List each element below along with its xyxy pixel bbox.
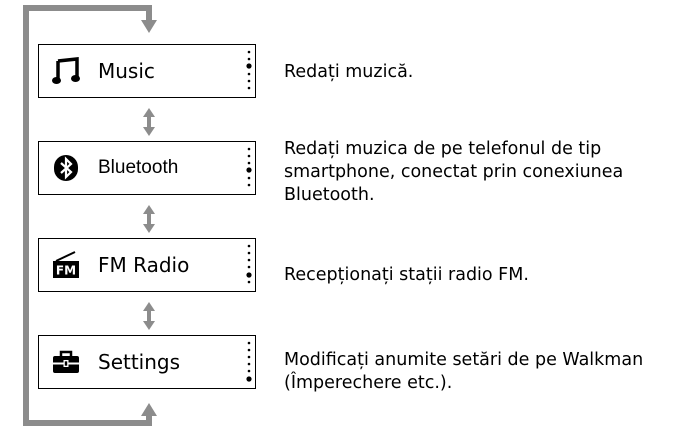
menu-item-label: Settings (98, 350, 181, 374)
double-arrow-icon (143, 302, 155, 330)
menu-description-bluetooth: Redați muzica de pe telefonul de tip sma… (284, 139, 624, 205)
menu-item-fm-radio[interactable]: FM FM Radio (38, 238, 256, 292)
more-options-icon (246, 50, 252, 90)
double-arrow-icon (143, 108, 155, 136)
loop-arrow-up-icon (141, 403, 157, 416)
menu-description-fm-radio: Recepționați stații radio FM. (284, 265, 529, 285)
menu-item-music[interactable]: Music (38, 44, 256, 98)
more-options-icon (246, 341, 252, 382)
music-note-icon (52, 57, 80, 84)
menu-item-settings[interactable]: Settings (38, 335, 256, 389)
more-options-icon (246, 244, 252, 284)
bluetooth-icon (54, 155, 78, 181)
fm-radio-icon: FM (53, 251, 79, 278)
loop-line (23, 5, 152, 426)
loop-arrow-down-icon (141, 20, 157, 33)
menu-item-bluetooth[interactable]: Bluetooth (38, 141, 256, 195)
more-options-icon (246, 147, 252, 187)
menu-description-settings: Modificați anumite setări de pe Walkman … (284, 350, 644, 393)
menu-item-label: Music (98, 59, 155, 83)
double-arrow-icon (143, 205, 155, 233)
toolbox-icon (53, 350, 79, 373)
menu-item-label: Bluetooth (98, 157, 179, 178)
menu-description-music: Redați muzică. (284, 62, 414, 82)
menu-item-label: FM Radio (98, 253, 190, 277)
svg-text:FM: FM (56, 264, 76, 278)
